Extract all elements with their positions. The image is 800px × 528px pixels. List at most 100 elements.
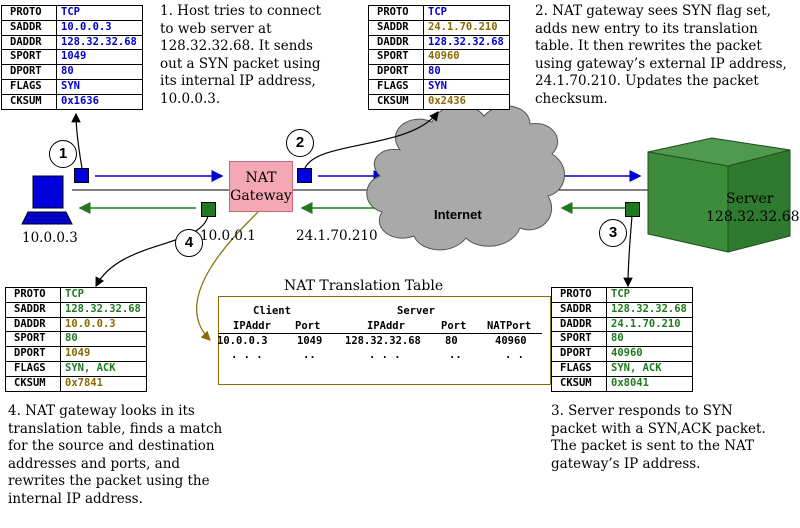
packet-field-row: PROTO TCP [369, 6, 509, 21]
nat-gateway-box: NAT Gateway [229, 161, 293, 212]
field-value: 80 [61, 65, 74, 78]
field-value: 80 [428, 65, 441, 78]
packet-field-row: DPORT 1049 [6, 347, 146, 362]
packet-field-row: PROTO TCP [6, 288, 146, 303]
packet-field-row: DADDR 10.0.0.3 [6, 317, 146, 333]
field-key: PROTO [369, 6, 424, 20]
packet-field-row: FLAGS SYN [2, 79, 142, 95]
field-value: 0x7841 [65, 376, 103, 389]
row2-server-port: .. [449, 349, 462, 361]
row1-natport: 40960 [495, 335, 527, 347]
translation-table: Client Server IPAddr Port IPAddr Port NA… [217, 296, 551, 385]
internet-cloud [366, 104, 565, 251]
group-server: Server [397, 305, 435, 317]
field-key: PROTO [552, 288, 607, 302]
field-key: FLAGS [552, 361, 607, 376]
field-value: 10.0.0.3 [65, 317, 116, 330]
packet-field-row: DADDR 128.32.32.68 [2, 35, 142, 51]
field-value: SYN [61, 79, 80, 92]
step-2-text: 2. NAT gateway sees SYN flag set, adds n… [535, 3, 787, 107]
step-1-text: 1. Host tries to connect to web server a… [160, 3, 322, 107]
step-4-text: 4. NAT gateway looks in its translation … [8, 403, 223, 507]
field-key: PROTO [2, 6, 57, 20]
nat-label-line2: Gateway [230, 188, 292, 204]
field-key: DPORT [552, 347, 607, 361]
field-key: SADDR [552, 302, 607, 317]
field-value: 24.1.70.210 [611, 317, 681, 330]
packet-field-row: SADDR 24.1.70.210 [369, 20, 509, 36]
packet-field-row: DPORT 40960 [552, 347, 692, 362]
field-value: 0x2436 [428, 94, 466, 107]
row2-server-ipaddr: . . . [369, 349, 401, 361]
step-badge-4: 4 [175, 229, 203, 257]
field-value: 40960 [428, 50, 460, 63]
field-key: DADDR [6, 317, 61, 332]
header-client-port: Port [295, 320, 321, 332]
host-ip: 10.0.0.3 [22, 230, 78, 246]
packet-field-row: SADDR 128.32.32.68 [6, 302, 146, 318]
header-natport: NATPort [487, 320, 532, 332]
field-key: SADDR [369, 20, 424, 35]
field-key: CKSUM [552, 376, 607, 391]
field-key: FLAGS [6, 361, 61, 376]
step-3-text: 3. Server responds to SYN packet with a … [551, 403, 766, 472]
field-value: 80 [611, 332, 624, 345]
row1-server-ipaddr: 128.32.32.68 [345, 335, 421, 347]
field-value: SYN, ACK [611, 361, 662, 374]
field-key: DADDR [369, 35, 424, 50]
field-value: SYN, ACK [65, 361, 116, 374]
field-value: 80 [65, 332, 78, 345]
field-key: PROTO [6, 288, 61, 302]
field-key: DPORT [6, 347, 61, 361]
packet-field-row: CKSUM 0x7841 [6, 376, 146, 391]
row2-client-port: .. [303, 349, 316, 361]
row1-client-port: 1049 [297, 335, 323, 347]
row1-server-port: 80 [445, 335, 458, 347]
field-value: 40960 [611, 347, 643, 360]
server-ip: 128.32.32.68 [706, 209, 800, 225]
field-key: CKSUM [6, 376, 61, 391]
row1-client-ipaddr: 10.0.0.3 [217, 335, 268, 347]
field-key: SPORT [6, 332, 61, 347]
field-key: SPORT [369, 50, 424, 65]
field-value: TCP [61, 6, 80, 18]
packet-square-outbound-host [74, 168, 89, 183]
connector-3 [623, 215, 633, 288]
field-value: 1049 [65, 347, 91, 360]
nat-external-ip: 24.1.70.210 [296, 228, 378, 244]
server-label: Server [726, 191, 774, 207]
field-value: 128.32.32.68 [61, 35, 137, 48]
translation-table-title: NAT Translation Table [284, 278, 444, 294]
packet-field-row: FLAGS SYN, ACK [6, 361, 146, 377]
computer-keyboard [21, 211, 73, 225]
field-value: 24.1.70.210 [428, 20, 498, 33]
nat-internal-ip: 10.0.0.1 [200, 228, 256, 244]
packet-square-outbound-nat [297, 168, 312, 183]
field-value: 1049 [61, 50, 87, 63]
nat-label-line1: NAT [245, 170, 277, 186]
field-value: 128.32.32.68 [65, 302, 141, 315]
field-key: DADDR [2, 35, 57, 50]
field-value: TCP [65, 288, 84, 300]
field-key: SADDR [6, 302, 61, 317]
connector-4 [95, 215, 209, 288]
field-value: SYN [428, 79, 447, 92]
header-client-ipaddr: IPAddr [233, 320, 271, 332]
header-server-port: Port [441, 320, 467, 332]
field-value: TCP [428, 6, 447, 18]
connector-2 [304, 111, 439, 169]
field-key: FLAGS [369, 79, 424, 94]
field-value: 10.0.0.3 [61, 20, 112, 33]
server-front [647, 151, 729, 253]
field-key: FLAGS [2, 79, 57, 94]
